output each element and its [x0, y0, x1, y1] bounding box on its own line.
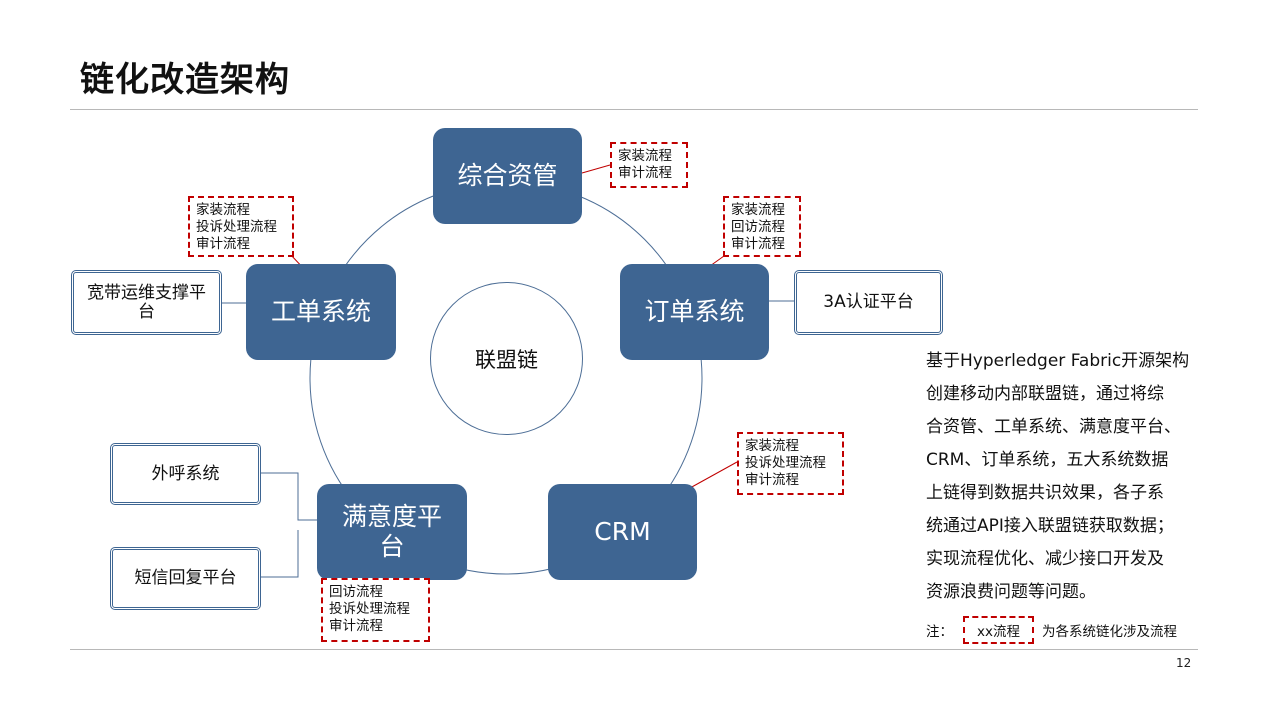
flow-box-dingdan: 家装流程 回访流程 审计流程 [723, 196, 801, 257]
flow-box-crm: 家装流程 投诉处理流程 审计流程 [737, 432, 844, 495]
flow-item: 家装流程 [618, 148, 672, 164]
side-kuandai-platform: 宽带运维支撑平 台 [71, 270, 222, 335]
flow-item: 家装流程 [731, 202, 785, 218]
bottom-divider [70, 649, 1198, 650]
node-gongdan-system: 工单系统 [246, 264, 396, 360]
flow-box-manyidu: 回访流程 投诉处理流程 审计流程 [321, 578, 430, 642]
flow-box-gongdan: 家装流程 投诉处理流程 审计流程 [188, 196, 294, 257]
description-line: 上链得到数据共识效果，各子系 [926, 483, 1164, 503]
flow-item: 审计流程 [618, 165, 672, 181]
side-duanxin-label: 短信回复平台 [134, 568, 237, 588]
note-prefix: 注： [926, 624, 953, 640]
note-sample-box: xx流程 [963, 616, 1034, 644]
flow-item: 审计流程 [196, 236, 250, 252]
flow-item: 回访流程 [731, 219, 785, 235]
description-line: 基于Hyperledger Fabric开源架构 [926, 351, 1190, 371]
description-text: 基于Hyperledger Fabric开源架构 创建移动内部联盟链，通过将综 … [926, 345, 1201, 609]
description-line: 统通过API接入联盟链获取数据； [926, 516, 1174, 536]
description-line: 实现流程优化、减少接口开发及 [926, 549, 1164, 569]
node-crm-label: CRM [594, 517, 651, 546]
legend-note: 注： xx流程 为各系统链化涉及流程 [926, 616, 1177, 644]
node-manyidu-platform: 满意度平 台 [317, 484, 467, 580]
side-auth-platform: 3A认证平台 [794, 270, 943, 335]
flow-item: 审计流程 [731, 236, 785, 252]
node-zonghe-label: 综合资管 [457, 161, 558, 190]
side-waihu-system: 外呼系统 [110, 443, 261, 505]
side-kuandai-label-2: 台 [138, 301, 155, 322]
flow-item: 家装流程 [196, 202, 250, 218]
flow-item: 回访流程 [329, 584, 383, 600]
connector-waihu [261, 472, 317, 521]
side-waihu-label: 外呼系统 [151, 463, 220, 484]
flow-item: 投诉处理流程 [329, 601, 410, 617]
flow-item: 家装流程 [745, 438, 799, 454]
page-title: 链化改造架构 [80, 60, 290, 100]
node-crm: CRM [548, 484, 697, 580]
connector-duanxin [261, 530, 299, 578]
side-kuandai-label-1: 宽带运维支撑平 [87, 282, 206, 303]
flow-item: 投诉处理流程 [196, 219, 277, 235]
node-zonghe-zicguan: 综合资管 [433, 128, 582, 224]
flow-item: 审计流程 [745, 472, 799, 488]
node-gongdan-label: 工单系统 [270, 297, 371, 326]
note-suffix: 为各系统链化涉及流程 [1041, 624, 1177, 640]
flow-item: 审计流程 [329, 618, 383, 634]
description-line: 合资管、工单系统、满意度平台、 [926, 417, 1181, 437]
connector-zonghe-flow [581, 164, 611, 174]
flow-box-zonghe: 家装流程 审计流程 [610, 142, 688, 188]
alliance-chain-node: 联盟链 [430, 282, 583, 435]
description-line: 资源浪费问题等问题。 [926, 582, 1096, 602]
description-line: CRM、订单系统，五大系统数据 [926, 450, 1169, 470]
side-duanxin-platform: 短信回复平台 [110, 547, 261, 610]
flow-item: 投诉处理流程 [745, 455, 826, 471]
page-number: 12 [1176, 656, 1192, 670]
node-dingdan-label: 订单系统 [644, 297, 745, 326]
description-line: 创建移动内部联盟链，通过将综 [926, 384, 1164, 404]
connector-crm-flow [689, 461, 738, 489]
node-manyidu-label-2: 台 [379, 532, 405, 561]
top-divider [70, 109, 1198, 110]
node-manyidu-label-1: 满意度平 [341, 502, 442, 531]
node-dingdan-system: 订单系统 [620, 264, 769, 360]
side-auth-label: 3A认证平台 [823, 292, 914, 312]
